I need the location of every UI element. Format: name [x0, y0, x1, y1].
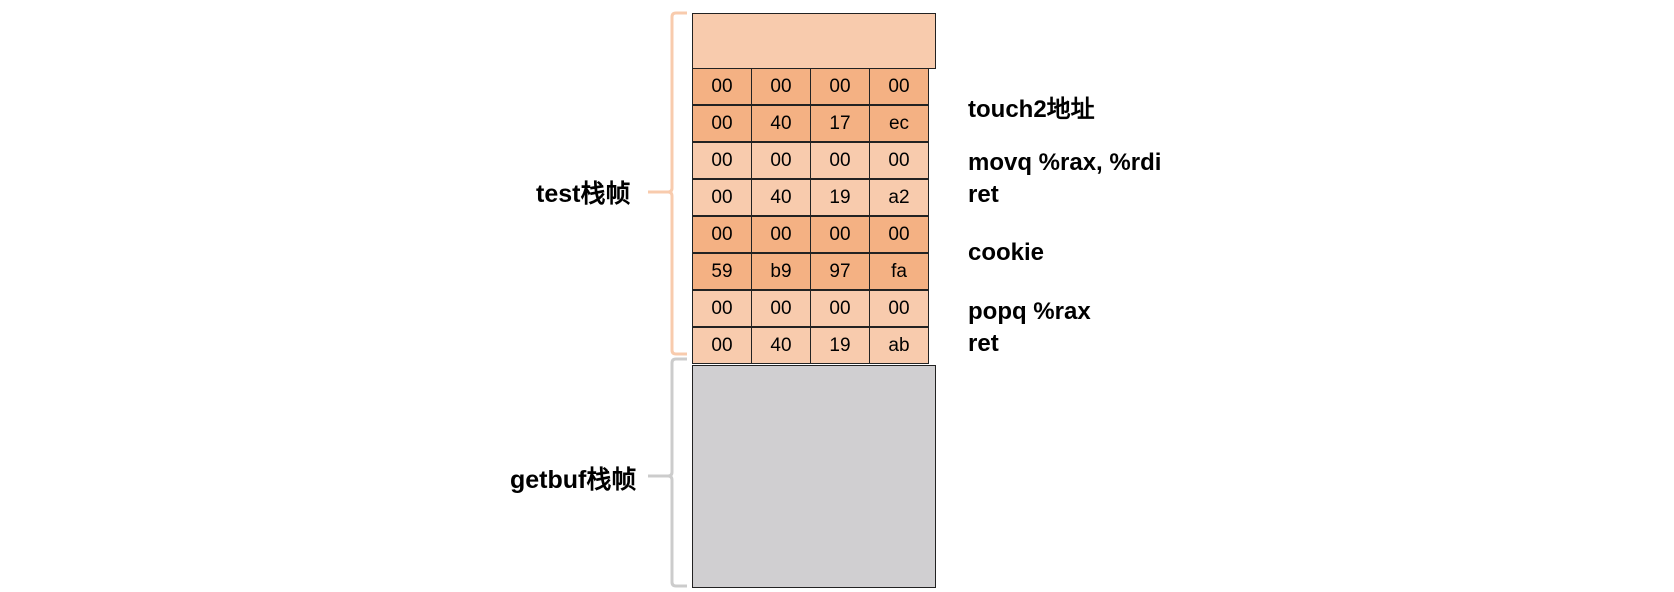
cookie-note: cookie: [968, 239, 1045, 266]
byte-cell: 40: [751, 179, 811, 216]
getbuf-frame-brace: [648, 357, 687, 588]
byte-cell: a2: [869, 179, 929, 216]
byte-cell: 00: [869, 290, 929, 327]
stack-top-block: [692, 13, 936, 69]
byte-cell: 00: [692, 105, 752, 142]
getbuf-frame-label: getbuf栈帧: [510, 466, 637, 494]
ret-instruction-note-2: ret: [968, 330, 999, 357]
byte-cell: 00: [810, 142, 870, 179]
test-frame-label: test栈帧: [536, 180, 631, 208]
byte-cell: 59: [692, 253, 752, 290]
byte-cell: ab: [869, 327, 929, 364]
movq-instruction-note: movq %rax, %rdi: [968, 149, 1162, 176]
byte-cell: 00: [692, 216, 752, 253]
byte-cell: ec: [869, 105, 929, 142]
byte-cell: 00: [869, 68, 929, 105]
byte-cell: 00: [692, 179, 752, 216]
getbuf-stack-area: [692, 365, 936, 588]
byte-cell: 40: [751, 327, 811, 364]
byte-cell: 00: [692, 290, 752, 327]
byte-cell: 19: [810, 327, 870, 364]
byte-cell: 00: [751, 216, 811, 253]
byte-cell: 00: [869, 216, 929, 253]
touch2-address-note: touch2地址: [968, 96, 1095, 123]
byte-cell: fa: [869, 253, 929, 290]
byte-cell: 00: [810, 216, 870, 253]
byte-cell: 00: [692, 68, 752, 105]
byte-cell: 00: [751, 142, 811, 179]
popq-instruction-note: popq %rax: [968, 298, 1091, 325]
byte-cell: 00: [692, 142, 752, 179]
test-frame-brace: [648, 11, 687, 356]
byte-cell: 00: [692, 327, 752, 364]
byte-cell: 97: [810, 253, 870, 290]
ret-instruction-note-1: ret: [968, 181, 999, 208]
byte-cell: 00: [810, 68, 870, 105]
byte-cell: b9: [751, 253, 811, 290]
byte-cell: 40: [751, 105, 811, 142]
byte-cell: 00: [810, 290, 870, 327]
byte-cell: 00: [751, 68, 811, 105]
byte-cell: 00: [869, 142, 929, 179]
byte-cell: 17: [810, 105, 870, 142]
byte-cell: 00: [751, 290, 811, 327]
byte-cell: 19: [810, 179, 870, 216]
